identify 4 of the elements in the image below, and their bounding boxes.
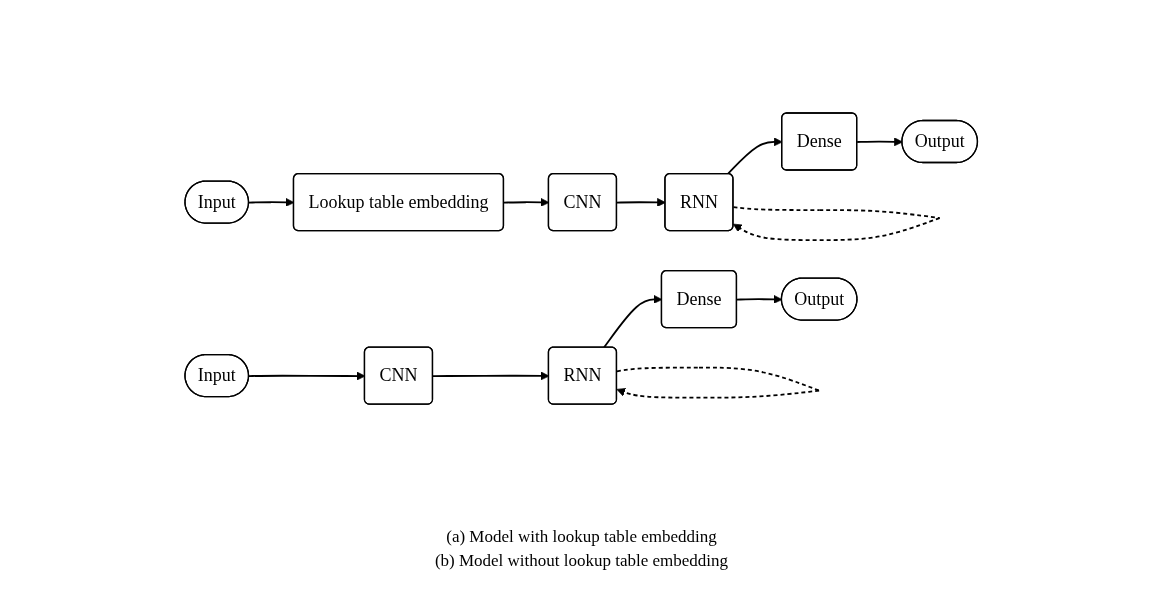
figure-caption: (b) Model without lookup table embedding bbox=[434, 551, 729, 571]
arrow bbox=[616, 366, 821, 399]
arrow bbox=[732, 206, 941, 241]
figure-caption: (a) Model with lookup table embedding bbox=[445, 527, 718, 547]
